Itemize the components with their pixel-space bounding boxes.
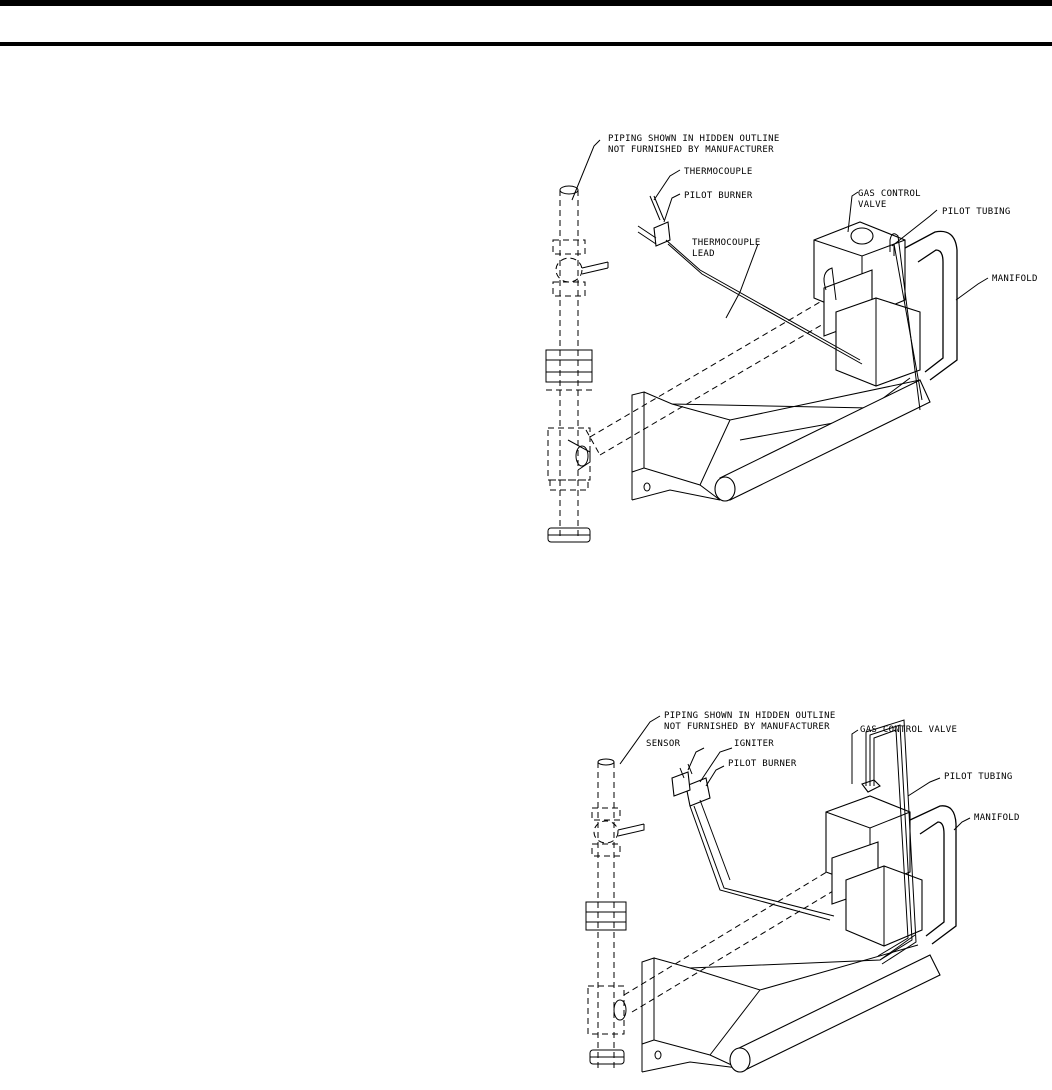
header-divider-rule: [0, 42, 1052, 46]
leader-lines: [571, 139, 989, 319]
label-thermocouple-lead-line1: THERMOCOUPLE: [692, 238, 761, 248]
label-pilot-tubing: PILOT TUBING: [944, 772, 1013, 782]
label-pilot-burner: PILOT BURNER: [684, 191, 753, 201]
leader-lines: [619, 715, 971, 831]
label-gas-control-line2: VALVE: [858, 200, 887, 210]
pilot-burner: [637, 195, 863, 365]
label-pilot-tubing: PILOT TUBING: [942, 207, 1011, 217]
label-piping-line2: NOT FURNISHED BY MANUFACTURER: [664, 722, 830, 732]
burner-tube: [714, 379, 931, 502]
pilot-tubing: [865, 719, 917, 965]
manifold: [909, 805, 957, 945]
burner-tray: [631, 377, 921, 501]
supply-pipe: [545, 185, 609, 543]
figure-igniter-sensor-assembly: PIPING SHOWN IN HIDDEN OUTLINE NOT FURNI…: [585, 711, 1020, 1073]
top-border-rule: [0, 0, 1052, 6]
label-piping-line1: PIPING SHOWN IN HIDDEN OUTLINE: [608, 134, 780, 144]
label-igniter: IGNITER: [734, 739, 774, 749]
figure-thermocouple-pilot-assembly: PIPING SHOWN IN HIDDEN OUTLINE NOT FURNI…: [545, 134, 1038, 543]
burner-tray: [641, 934, 919, 1073]
pilot-burner: [671, 763, 835, 921]
supply-pipe: [585, 758, 645, 1070]
label-manifold: MANIFOLD: [992, 274, 1038, 284]
label-piping-line2: NOT FURNISHED BY MANUFACTURER: [608, 145, 774, 155]
label-pilot-burner: PILOT BURNER: [728, 759, 797, 769]
label-manifold: MANIFOLD: [974, 813, 1020, 823]
manifold: [904, 230, 958, 381]
burner-tube: [729, 954, 941, 1073]
label-gas-control-valve: GAS CONTROL VALVE: [860, 725, 957, 735]
label-thermocouple: THERMOCOUPLE: [684, 167, 753, 177]
label-gas-control-line1: GAS CONTROL: [858, 189, 921, 199]
hidden-connection-pipe: [623, 869, 839, 1013]
hidden-connection-pipe: [585, 301, 831, 456]
gas-control-valve: [813, 221, 921, 387]
label-thermocouple-lead-line2: LEAD: [692, 249, 715, 259]
label-piping-line1: PIPING SHOWN IN HIDDEN OUTLINE: [664, 711, 836, 721]
label-sensor: SENSOR: [646, 739, 681, 749]
